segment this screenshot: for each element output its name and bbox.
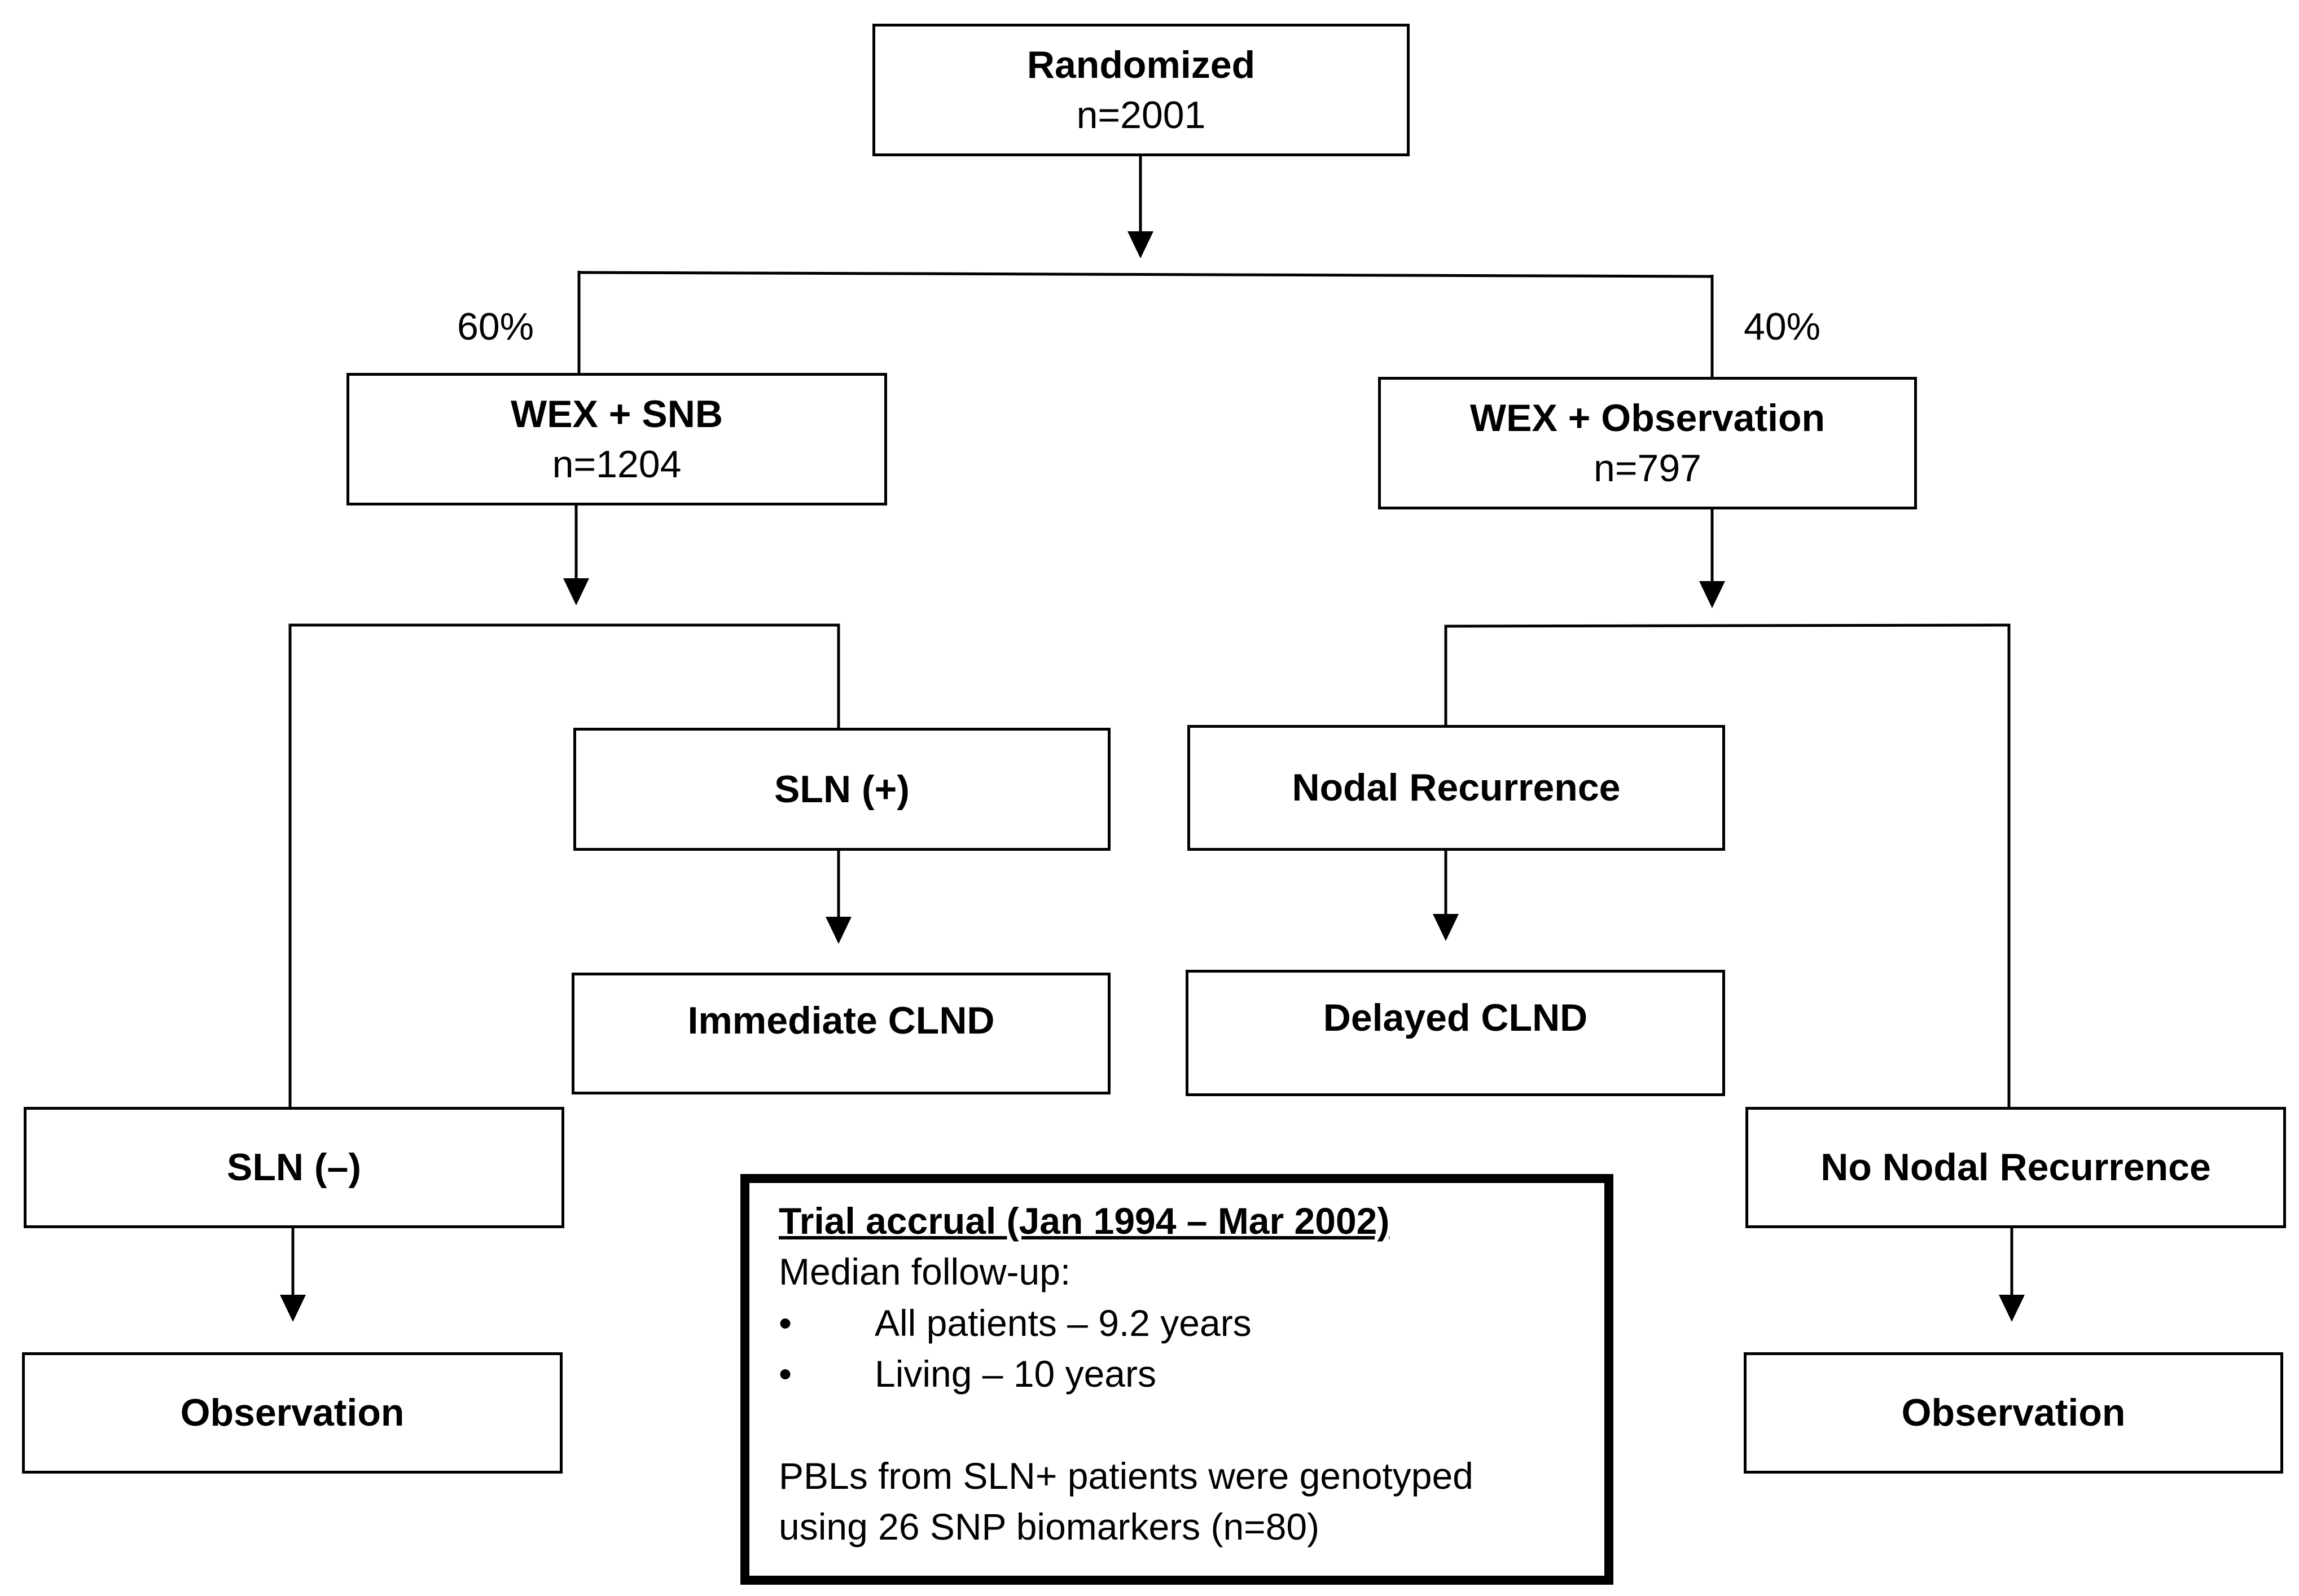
trial-accrual-heading: Trial accrual (Jan 1994 – Mar 2002)	[779, 1200, 1390, 1242]
node-title: SLN (–)	[227, 1146, 361, 1189]
node-observation-right: Observation	[1744, 1352, 2283, 1474]
arrowhead	[1127, 231, 1153, 258]
spacer	[779, 1400, 1575, 1450]
node-wex-observation: WEX + Observation n=797	[1378, 377, 1917, 509]
bullet-text: Living – 10 years	[875, 1353, 1156, 1395]
branch-label-right: 40%	[1744, 305, 1821, 348]
node-title: Nodal Recurrence	[1292, 766, 1621, 810]
followup-label: Median follow-up:	[779, 1251, 1071, 1293]
node-title: Immediate CLND	[687, 999, 995, 1042]
branch-label-left: 60%	[457, 305, 534, 348]
node-title: WEX + Observation	[1469, 397, 1826, 440]
connector-right-split	[1444, 623, 2011, 1110]
followup-bullet: • All patients – 9.2 years	[779, 1298, 1575, 1348]
node-title: No Nodal Recurrence	[1820, 1146, 2211, 1189]
node-nodal-recurrence: Nodal Recurrence	[1187, 725, 1725, 851]
genotype-note-line2: using 26 SNP biomarkers (n=80)	[779, 1506, 1320, 1548]
genotype-note-line1: PBLs from SLN+ patients were genotyped	[779, 1454, 1473, 1497]
arrowhead	[563, 578, 589, 605]
connector-left-split	[288, 623, 840, 1111]
connector-split-top	[578, 271, 1713, 278]
node-randomized: Randomized n=2001	[872, 24, 1410, 156]
node-count: n=1204	[552, 442, 682, 486]
arrowhead	[280, 1295, 306, 1322]
node-title: Randomized	[1026, 43, 1256, 87]
node-count: n=2001	[1076, 93, 1206, 137]
arrowhead	[1433, 914, 1459, 941]
node-count: n=797	[1594, 446, 1701, 490]
node-immediate-clnd: Immediate CLND	[572, 973, 1111, 1094]
trial-info-box: Trial accrual (Jan 1994 – Mar 2002) Medi…	[740, 1174, 1613, 1585]
node-delayed-clnd: Delayed CLND	[1186, 970, 1725, 1096]
node-wex-snb: WEX + SNB n=1204	[346, 373, 887, 505]
node-sln-positive: SLN (+)	[573, 728, 1111, 851]
bullet-text: All patients – 9.2 years	[875, 1302, 1252, 1344]
bullet-glyph: •	[779, 1353, 792, 1395]
node-no-nodal-recurrence: No Nodal Recurrence	[1745, 1107, 2286, 1228]
arrowhead	[1999, 1295, 2025, 1322]
node-title: Observation	[180, 1391, 405, 1435]
node-title: Delayed CLND	[1323, 996, 1588, 1039]
arrowhead	[826, 917, 852, 944]
node-title: Observation	[1901, 1391, 2126, 1435]
node-observation-left: Observation	[22, 1352, 563, 1474]
followup-bullet: • Living – 10 years	[779, 1348, 1575, 1399]
node-title: WEX + SNB	[511, 393, 723, 436]
arrowhead	[1699, 581, 1725, 608]
node-sln-negative: SLN (–)	[24, 1107, 564, 1228]
node-title: SLN (+)	[774, 767, 910, 811]
bullet-glyph: •	[779, 1302, 792, 1344]
